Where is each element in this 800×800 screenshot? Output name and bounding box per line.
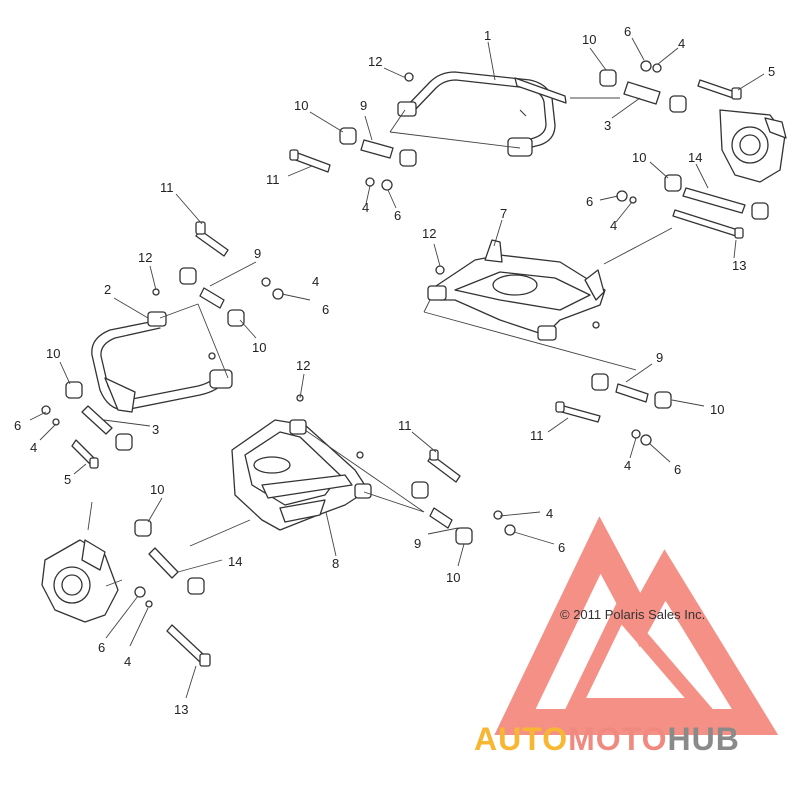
callout-label: 12 [368, 54, 382, 69]
callout-label: 6 [14, 418, 21, 433]
callout-label: 10 [294, 98, 308, 113]
callout-label: 9 [254, 246, 261, 261]
callout-labels: 1 12 10 6 4 5 9 10 3 11 4 6 10 14 6 4 7 … [14, 24, 775, 717]
callout-label: 4 [546, 506, 553, 521]
callout-label: 4 [678, 36, 685, 51]
upper-left-hardware [289, 72, 417, 191]
callout-label: 5 [768, 64, 775, 79]
upper-a-arm-1 [397, 71, 567, 157]
callout-label: 4 [610, 218, 617, 233]
callout-label: 11 [160, 180, 174, 195]
callout-label: 6 [322, 302, 329, 317]
callout-label: 5 [64, 472, 71, 487]
callout-label: 4 [624, 458, 631, 473]
left-mid-hardware [41, 381, 133, 469]
logo-triangle-inner [563, 599, 716, 712]
spindle-left [41, 539, 119, 623]
watermark-word-moto: MOTO [568, 721, 667, 757]
callout-label: 4 [312, 274, 319, 289]
spindle-right [719, 109, 787, 183]
callout-label: 12 [422, 226, 436, 241]
watermark-logo [494, 516, 779, 735]
leader-lines [29, 37, 765, 699]
callout-label: 11 [530, 428, 544, 443]
copyright-text: © 2011 Polaris Sales Inc. [560, 607, 705, 622]
callout-label: 11 [398, 418, 412, 433]
right-middle-hardware [616, 174, 769, 239]
lower-a-arm-7 [427, 239, 606, 341]
callout-label: 4 [30, 440, 37, 455]
callout-label: 11 [266, 172, 280, 187]
callout-label: 12 [138, 250, 152, 265]
callout-label: 6 [98, 640, 105, 655]
callout-label: 6 [674, 462, 681, 477]
callout-label: 10 [632, 150, 646, 165]
callout-label: 4 [362, 200, 369, 215]
callout-label: 12 [296, 358, 310, 373]
callout-label: 10 [446, 570, 460, 585]
callout-label: 6 [394, 208, 401, 223]
upper-right-hardware [599, 60, 742, 113]
callout-label: 9 [360, 98, 367, 113]
callout-label: 8 [332, 556, 339, 571]
center-lower-hardware [411, 449, 516, 545]
callout-label: 13 [174, 702, 188, 717]
lower-a-arm-8 [231, 394, 372, 531]
callout-label: 14 [688, 150, 702, 165]
callout-label: 10 [252, 340, 266, 355]
left-upper-hardware [152, 221, 284, 360]
callout-label: 2 [104, 282, 111, 297]
left-lower-hardware [134, 519, 211, 667]
callout-label: 6 [586, 194, 593, 209]
watermark-wordmark: AUTOMOTOHUB [474, 721, 740, 757]
callout-label: 10 [150, 482, 164, 497]
callout-label: 9 [414, 536, 421, 551]
callout-label: 6 [558, 540, 565, 555]
callout-label: 9 [656, 350, 663, 365]
callout-label: 10 [582, 32, 596, 47]
callout-label: 3 [604, 118, 611, 133]
watermark-word-auto: AUTO [474, 721, 568, 757]
callout-label: 6 [624, 24, 631, 39]
callout-label: 4 [124, 654, 131, 669]
callout-label: 10 [710, 402, 724, 417]
callout-label: 10 [46, 346, 60, 361]
callout-label: 3 [152, 422, 159, 437]
callout-label: 1 [484, 28, 491, 43]
right-lower-hardware [555, 373, 672, 446]
logo-triangle-outer [494, 516, 779, 735]
callout-label: 13 [732, 258, 746, 273]
callout-label: 14 [228, 554, 242, 569]
watermark-word-hub: HUB [667, 721, 739, 757]
callout-label: 7 [500, 206, 507, 221]
upper-a-arm-2 [91, 311, 233, 413]
